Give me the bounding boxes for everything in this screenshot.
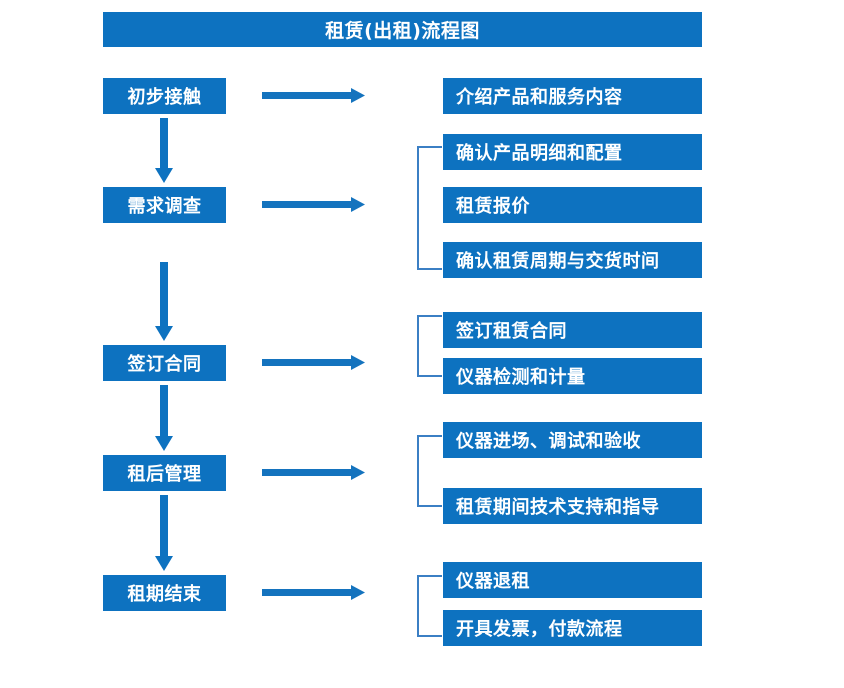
task-box-kaiju-fapiao[interactable]: 开具发票，付款流程 — [443, 610, 702, 646]
stage-box-zuhou-guanli[interactable]: 租后管理 — [103, 455, 226, 491]
group-bracket-zuhou-guanli — [416, 435, 442, 507]
horizontal-arrow-icon-1 — [262, 85, 366, 107]
group-bracket-qianding-hetong — [416, 315, 442, 377]
group-bracket-xuqiu-diaocha — [416, 146, 442, 270]
task-box-queren-zhouqi[interactable]: 确认租赁周期与交货时间 — [443, 242, 702, 278]
task-box-yiqi-tuizu[interactable]: 仪器退租 — [443, 562, 702, 598]
vertical-arrow-icon-2 — [153, 262, 175, 342]
group-bracket-zuqi-jieshu — [416, 575, 442, 637]
horizontal-arrow-icon-2 — [262, 194, 366, 216]
stage-box-xuqiu-diaocha[interactable]: 需求调查 — [103, 187, 226, 223]
task-box-zulin-baojia[interactable]: 租赁报价 — [443, 187, 702, 223]
task-box-queren-mingxi[interactable]: 确认产品明细和配置 — [443, 134, 702, 170]
stage-box-chubu-jiechu[interactable]: 初步接触 — [103, 78, 226, 114]
task-box-jishu-zhichi[interactable]: 租赁期间技术支持和指导 — [443, 488, 702, 524]
horizontal-arrow-icon-5 — [262, 582, 366, 604]
horizontal-arrow-icon-3 — [262, 352, 366, 374]
task-box-jieshao-chanpin[interactable]: 介绍产品和服务内容 — [443, 78, 702, 114]
vertical-arrow-icon-1 — [153, 118, 175, 184]
stage-box-zuqi-jieshu[interactable]: 租期结束 — [103, 575, 226, 611]
vertical-arrow-icon-3 — [153, 385, 175, 452]
task-box-yiqi-jiance[interactable]: 仪器检测和计量 — [443, 358, 702, 394]
task-box-yiqi-jinchang[interactable]: 仪器进场、调试和验收 — [443, 422, 702, 458]
task-box-qianding-zulin-hetong[interactable]: 签订租赁合同 — [443, 312, 702, 348]
horizontal-arrow-icon-4 — [262, 462, 366, 484]
diagram-title: 租赁(出租)流程图 — [103, 12, 702, 47]
stage-box-qianding-hetong[interactable]: 签订合同 — [103, 345, 226, 381]
vertical-arrow-icon-4 — [153, 495, 175, 572]
